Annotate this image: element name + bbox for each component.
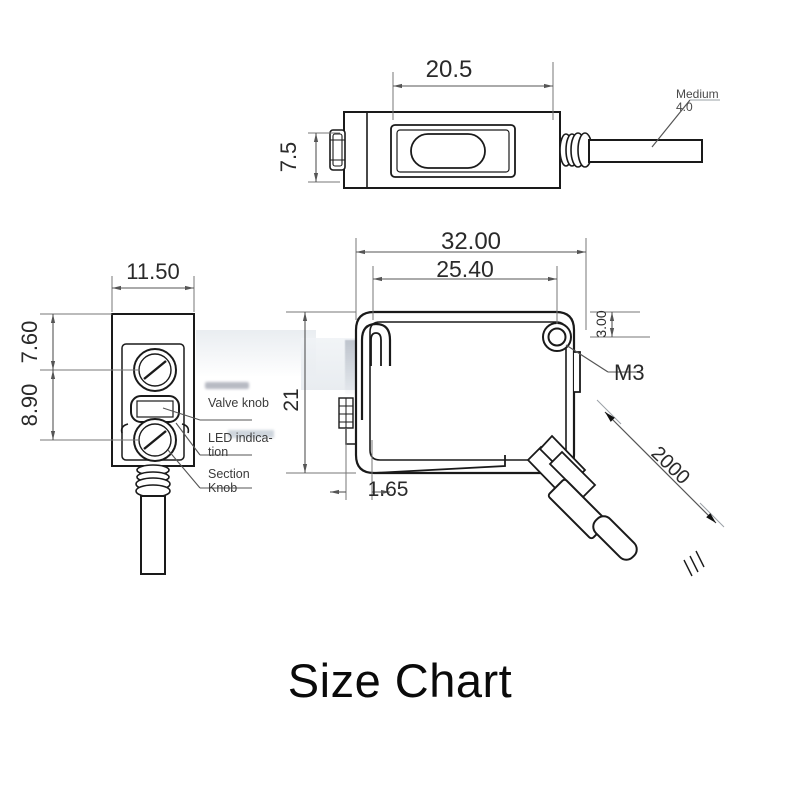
callout-section-knob-line1: Section	[208, 467, 250, 481]
dimension-label-side-height: 21	[280, 388, 303, 412]
callout-section-knob-line2: Knob	[208, 481, 238, 495]
callout-valve-knob-line1: Valve knob	[208, 396, 269, 410]
callout-section-knob: Section Knob	[208, 467, 250, 495]
dimension-label-side-length: 32.00	[440, 228, 502, 255]
dimension-label-top-height: 7.5	[276, 141, 301, 173]
dimension-label-side-hole-edge: 3.00	[593, 310, 609, 338]
callout-led-line1: LED indica-	[208, 431, 273, 445]
page-title: Size Chart	[287, 654, 513, 707]
callout-m3-thread: M3	[614, 360, 645, 385]
top-view-geometry	[308, 62, 720, 189]
side-view-geometry	[286, 238, 725, 577]
callout-valve-knob: Valve knob	[208, 396, 269, 410]
dimension-label-side-hole-spacing: 25.40	[436, 256, 494, 282]
callout-medium-line1: Medium	[676, 87, 719, 101]
dimension-label-top-width: 20.5	[425, 56, 473, 83]
front-view-geometry	[40, 276, 252, 575]
callout-medium-cable: Medium 4.0	[676, 87, 719, 115]
dimension-label-front-upper: 7.60	[17, 320, 42, 364]
dimension-label-front-lower: 8.90	[17, 383, 42, 427]
dimension-label-side-tab-offset: 1.65	[367, 478, 409, 501]
callout-led-indication: LED indica- tion	[208, 431, 273, 459]
callout-medium-line2: 4.0	[676, 100, 693, 115]
dimension-label-front-width: 11.50	[126, 259, 180, 284]
callout-led-line2: tion	[208, 445, 229, 459]
